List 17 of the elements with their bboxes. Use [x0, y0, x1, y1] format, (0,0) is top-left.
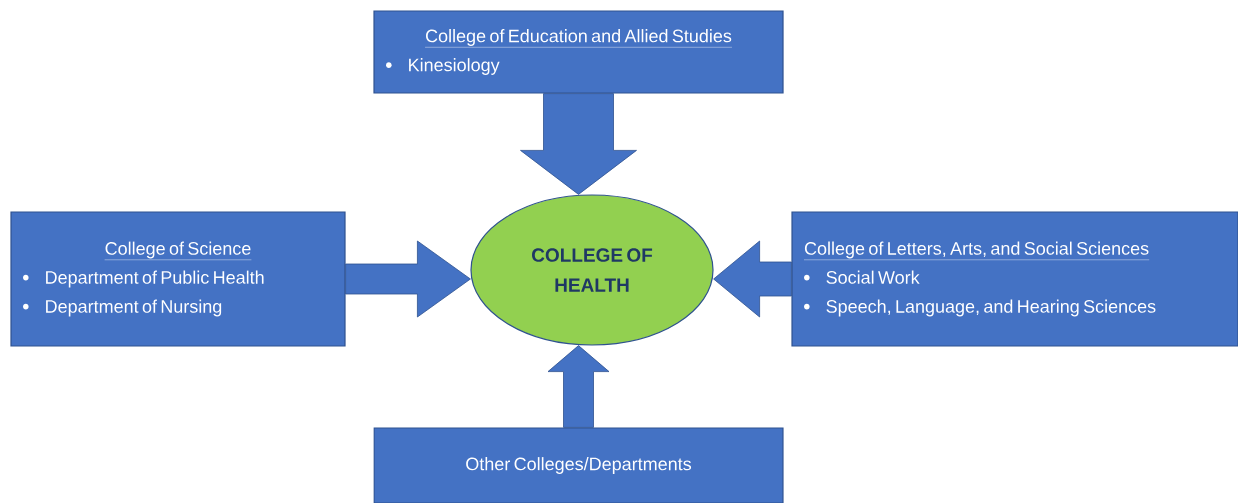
block-arrow	[520, 93, 637, 195]
college-box	[373, 427, 784, 503]
bullet-item: Kinesiology	[409, 58, 500, 75]
bullet-item: Speech, Language, and Hearing Sciences	[826, 299, 1156, 317]
block-arrow	[345, 240, 471, 318]
bullet-item: Department of Nursing	[46, 299, 222, 317]
block-arrow	[547, 345, 610, 428]
bullet-item: Department of Public Health	[46, 270, 264, 288]
heading: College of Science	[104, 241, 252, 260]
heading: College of Letters, Arts, and Social Sciences	[803, 241, 1150, 260]
college-box	[10, 211, 346, 347]
block-arrow	[713, 240, 792, 318]
college-box	[791, 211, 1238, 347]
bullet-item: Social Work	[826, 270, 920, 284]
heading: Other Colleges/Departments	[466, 457, 692, 474]
college-box	[373, 10, 784, 94]
heading: College of Education and Allied Studies	[424, 29, 733, 48]
